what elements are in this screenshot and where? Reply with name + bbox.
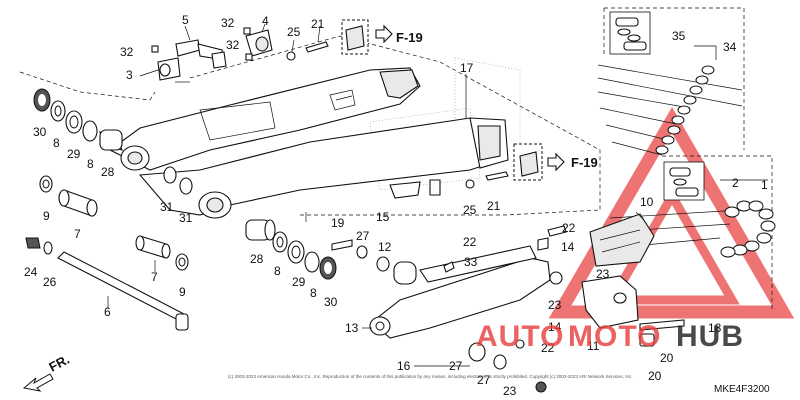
- callout-23c: 23: [503, 384, 517, 398]
- chain-slider-pad-upper: [341, 19, 393, 55]
- callout-6: 6: [104, 305, 111, 319]
- callout-3: 3: [126, 68, 133, 82]
- callout-labels: 1 2 3 4 5 6 7 7 8 8 8 8 9 9 10 11 12 13 …: [24, 13, 768, 398]
- link-bushings: [163, 166, 193, 195]
- callout-30b: 30: [324, 295, 338, 309]
- callout-14b: 14: [548, 320, 562, 334]
- callout-31b: 31: [179, 211, 193, 225]
- callout-13: 13: [345, 321, 359, 335]
- callout-8b: 8: [87, 157, 94, 171]
- callout-24: 24: [24, 265, 38, 279]
- collar-and-bushing: [331, 239, 417, 285]
- chain-slider-pad-lower: [513, 143, 565, 181]
- pivot-bolt-assembly: [25, 175, 189, 331]
- callout-32b: 32: [120, 45, 134, 59]
- callout-28a: 28: [101, 165, 115, 179]
- callout-leaders: [107, 23, 768, 367]
- callout-20b: 20: [648, 369, 662, 383]
- callout-22b: 22: [463, 235, 477, 249]
- callout-12: 12: [378, 240, 392, 254]
- watermark-part2: MOTO: [568, 320, 661, 353]
- bolts-21-25: [465, 171, 509, 189]
- front-direction-label: FR.: [46, 352, 72, 375]
- shock-link: [369, 245, 551, 393]
- diagram-code: MKE4F3200: [714, 384, 770, 395]
- callout-32c: 32: [226, 38, 240, 52]
- callout-10: 10: [640, 195, 654, 209]
- master-link-kit-lower: [663, 161, 705, 201]
- callout-11: 11: [587, 339, 600, 353]
- master-link-kit: [609, 11, 651, 55]
- callout-2: 2: [732, 176, 739, 190]
- callout-23a: 23: [596, 267, 610, 281]
- callout-27a: 27: [356, 229, 370, 243]
- callout-15: 15: [376, 210, 390, 224]
- callout-27b: 27: [449, 359, 463, 373]
- callout-34: 34: [723, 40, 737, 54]
- callout-20a: 20: [660, 351, 674, 365]
- callout-9b: 9: [179, 285, 186, 299]
- callout-19: 19: [331, 216, 345, 230]
- front-direction-arrow: FR.: [22, 352, 72, 392]
- callout-23b: 23: [548, 298, 562, 312]
- callout-31a: 31: [160, 200, 174, 214]
- callout-26: 26: [43, 275, 57, 289]
- callout-16: 16: [397, 359, 411, 373]
- watermark-text: AUTO MOTO HUB: [476, 320, 744, 353]
- top-brackets: [151, 27, 329, 81]
- callout-27c: 27: [477, 373, 491, 387]
- callout-29a: 29: [67, 147, 81, 161]
- callout-30a: 30: [33, 125, 47, 139]
- callout-4: 4: [262, 14, 269, 28]
- callout-7b: 7: [151, 270, 158, 284]
- callout-8d: 8: [310, 286, 317, 300]
- callout-28b: 28: [250, 252, 264, 266]
- callout-9a: 9: [43, 209, 50, 223]
- pivot-bearings-right: [245, 219, 337, 280]
- callout-33: 33: [464, 255, 478, 269]
- callout-14a: 14: [561, 240, 575, 254]
- callout-21a: 21: [311, 17, 325, 31]
- callout-35: 35: [672, 29, 686, 43]
- callout-22c: 22: [541, 341, 555, 355]
- callout-21b: 21: [487, 199, 501, 213]
- callout-29b: 29: [292, 275, 306, 289]
- callout-1: 1: [761, 178, 768, 192]
- watermark-part1: AUTO: [476, 320, 564, 353]
- callout-32a: 32: [221, 16, 235, 30]
- callout-25a: 25: [287, 25, 301, 39]
- callout-7a: 7: [74, 227, 81, 241]
- callout-8a: 8: [53, 136, 60, 150]
- callout-5: 5: [182, 13, 189, 27]
- reference-f19-lower: F-19: [571, 155, 598, 170]
- callout-22a: 22: [562, 221, 576, 235]
- reference-f19-upper: F-19: [396, 30, 423, 45]
- copyright-text: (c) 2003-2023 American Honda Motor Co., …: [228, 374, 632, 379]
- pivot-bearings-left: [33, 88, 123, 151]
- watermark-part3: HUB: [676, 320, 744, 353]
- callout-18: 18: [708, 321, 722, 335]
- drive-chain-lower: [609, 155, 776, 310]
- callout-17: 17: [460, 61, 474, 75]
- swingarm: [108, 57, 521, 219]
- callout-8c: 8: [274, 264, 281, 278]
- callout-25b: 25: [463, 203, 477, 217]
- rear-brackets: [537, 213, 685, 347]
- drive-chain-upper: [597, 7, 745, 156]
